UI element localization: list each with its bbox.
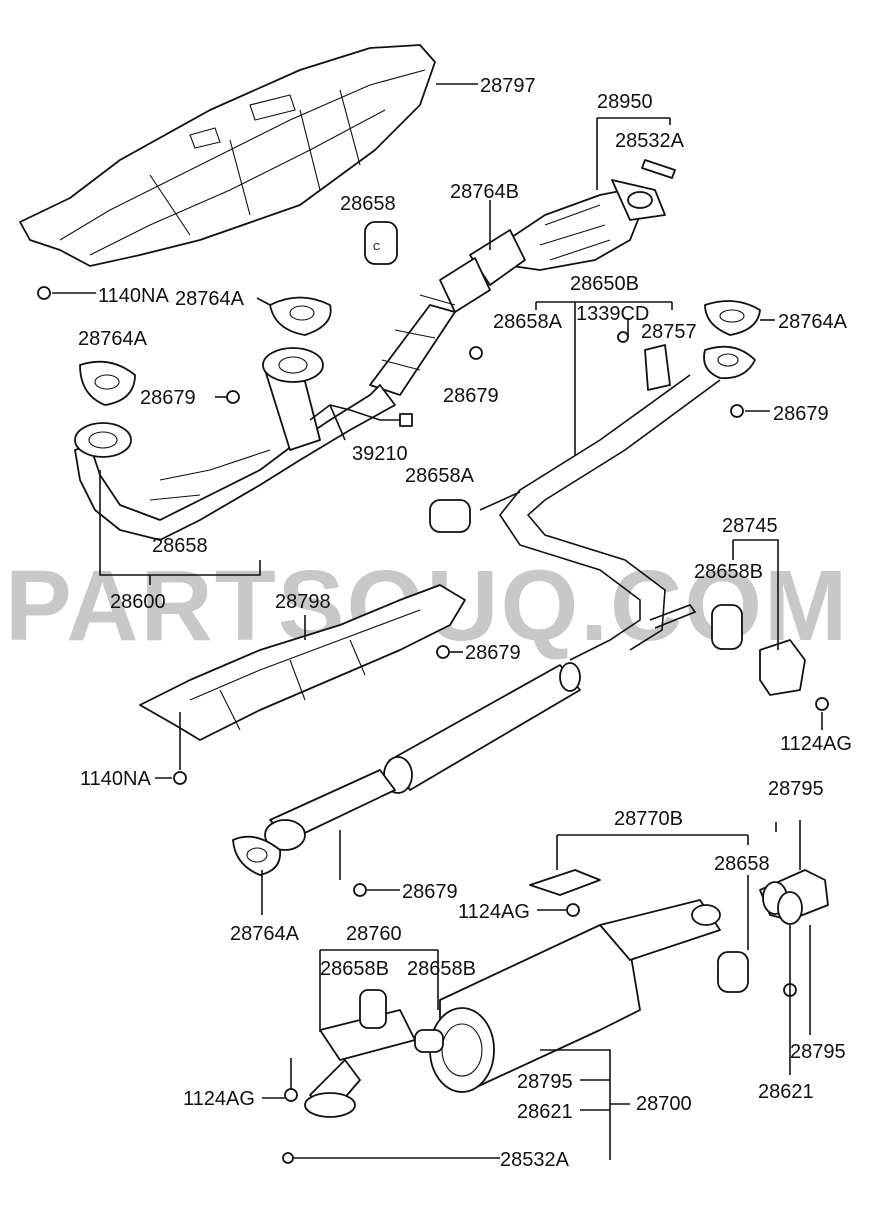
oxygen-sensor-39210	[309, 404, 413, 427]
label-28700: 28700	[636, 1093, 692, 1115]
label-28658-top: 28658	[340, 193, 396, 215]
label-28764A-left: 28764A	[78, 328, 148, 350]
label-28658-frontpipe: 28658	[152, 535, 208, 557]
label-28621-muffler: 28621	[517, 1101, 573, 1123]
label-28532A-top: 28532A	[615, 130, 685, 152]
label-1339CD: 1339CD	[576, 303, 649, 325]
label-28658B-right: 28658B	[694, 561, 763, 583]
catalytic-converter-28950	[499, 159, 676, 271]
nut-28679	[226, 331, 744, 897]
gasket-28764A-right	[704, 300, 761, 336]
label-28764A-right: 28764A	[778, 311, 848, 333]
gasket-28764A-bottom	[232, 835, 282, 876]
front-pipe-28600	[74, 347, 396, 541]
label-28679-left: 28679	[140, 387, 196, 409]
hanger-28658A-lower	[429, 499, 471, 533]
leader-lines	[52, 83, 823, 1160]
label-28658A-mid: 28658A	[493, 311, 563, 333]
label-28532A-bottom: 28532A	[500, 1149, 570, 1171]
svg-text:C: C	[373, 242, 380, 253]
part-labels: 28797 28950 28532A 28658 28764B 1140NA 2…	[78, 75, 852, 1171]
label-28797: 28797	[480, 75, 536, 97]
label-1124AG-right: 1124AG	[780, 733, 852, 755]
flex-pipe	[369, 229, 526, 396]
bracket-28745	[759, 639, 806, 696]
label-28764B: 28764B	[450, 181, 519, 203]
label-28621-side: 28621	[758, 1081, 814, 1103]
label-28679-right: 28679	[773, 403, 829, 425]
label-28795-muffler: 28795	[517, 1071, 573, 1093]
gasket-28764A-center	[269, 296, 332, 336]
gasket-28764A-left	[79, 360, 136, 406]
label-28658B-b: 28658B	[407, 958, 476, 980]
label-28679-heatshield: 28679	[465, 642, 521, 664]
hanger-28658-muffler	[717, 951, 749, 993]
hanger-28658B-bottom	[359, 989, 444, 1053]
lower-heat-shield-28798	[139, 584, 466, 741]
label-28760: 28760	[346, 923, 402, 945]
label-28745: 28745	[722, 515, 778, 537]
bolt	[37, 286, 829, 1164]
label-28757: 28757	[641, 321, 697, 343]
main-muffler-28700	[304, 899, 721, 1118]
tail-pipe-tip	[759, 869, 829, 925]
center-muffler	[264, 662, 581, 851]
label-1124AG-mid: 1124AG	[458, 901, 530, 923]
label-28764A-bottom: 28764A	[230, 923, 300, 945]
main-heat-shield-28797	[19, 44, 436, 267]
label-1124AG-left: 1124AG	[183, 1088, 255, 1110]
label-28658A-lower: 28658A	[405, 465, 475, 487]
label-39210: 39210	[352, 443, 408, 465]
label-28764A-center: 28764A	[175, 288, 245, 310]
label-28950: 28950	[597, 91, 653, 113]
label-28658-muffler: 28658	[714, 853, 770, 875]
hanger-28658B-right	[711, 604, 743, 650]
hanger-28658-top: C	[364, 221, 398, 265]
label-28798: 28798	[275, 591, 331, 613]
bracket-28757	[644, 344, 671, 391]
bracket-28770B	[529, 869, 601, 896]
label-1140NA-lower: 1140NA	[80, 768, 151, 790]
label-1140NA-top: 1140NA	[98, 285, 169, 307]
label-28650B: 28650B	[570, 273, 639, 295]
label-28795-top: 28795	[768, 778, 824, 800]
label-28600: 28600	[110, 591, 166, 613]
label-28770B: 28770B	[614, 808, 683, 830]
label-28679-bottom: 28679	[402, 881, 458, 903]
label-28679-mid: 28679	[443, 385, 499, 407]
label-28658B-a: 28658B	[320, 958, 389, 980]
label-28795-side: 28795	[790, 1041, 846, 1063]
center-pipe-28650B	[479, 345, 756, 661]
